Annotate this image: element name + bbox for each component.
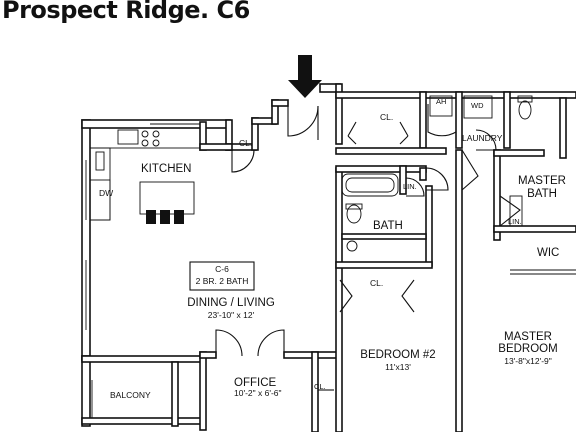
- label-wic: WIC: [537, 247, 559, 259]
- page-title: Prospect Ridge. C6: [2, 0, 250, 24]
- label-balcony: BALCONY: [110, 390, 151, 400]
- label-dishwasher: DW: [99, 188, 113, 198]
- kitchen-island: [139, 181, 195, 224]
- label-bedroom-2-size: 11'x13': [385, 362, 411, 372]
- label-unit-type: 2 BR. 2 BATH: [196, 276, 249, 286]
- room-labels: KITCHEN DW CL. C-6 2 BR. 2 BATH DINING /…: [99, 97, 566, 400]
- label-master-bedroom-size: 13'-8"x12'-9": [504, 356, 552, 366]
- label-bath-linen: LIN.: [403, 182, 417, 191]
- windows: [85, 123, 576, 418]
- label-master-linen: LIN.: [508, 217, 522, 226]
- label-washer-dryer: WD: [471, 101, 484, 110]
- label-air-handler: AH: [436, 97, 446, 106]
- label-bedroom-2-closet: CL.: [370, 278, 383, 288]
- bath-fixtures: [341, 95, 533, 252]
- label-bath: BATH: [373, 220, 403, 232]
- label-dining-size: 23'-10" x 12': [208, 310, 255, 320]
- label-master-bedroom-line1: MASTER: [504, 331, 552, 343]
- label-master-bath-line1: MASTER: [518, 175, 566, 187]
- label-office-size: 10'-2" x 6'-6": [234, 388, 282, 398]
- doors: [215, 104, 521, 391]
- label-master-bath-line2: BATH: [527, 188, 557, 200]
- unit-info-box: [189, 261, 255, 291]
- label-kitchen: KITCHEN: [141, 163, 191, 175]
- label-office: OFFICE: [234, 377, 276, 389]
- label-bedroom-2: BEDROOM #2: [360, 349, 435, 361]
- label-office-closet: CL.: [314, 382, 326, 391]
- label-dining-living: DINING / LIVING: [187, 297, 275, 309]
- label-master-bedroom-line2: BEDROOM: [498, 343, 557, 355]
- kitchen-counter: [89, 127, 201, 221]
- label-laundry: LAUNDRY: [462, 133, 503, 143]
- label-unit-name: C-6: [215, 264, 229, 274]
- label-kitchen-closet: CL.: [239, 138, 252, 148]
- entry-arrow-icon: [288, 55, 322, 98]
- label-hall-closet: CL.: [380, 112, 393, 122]
